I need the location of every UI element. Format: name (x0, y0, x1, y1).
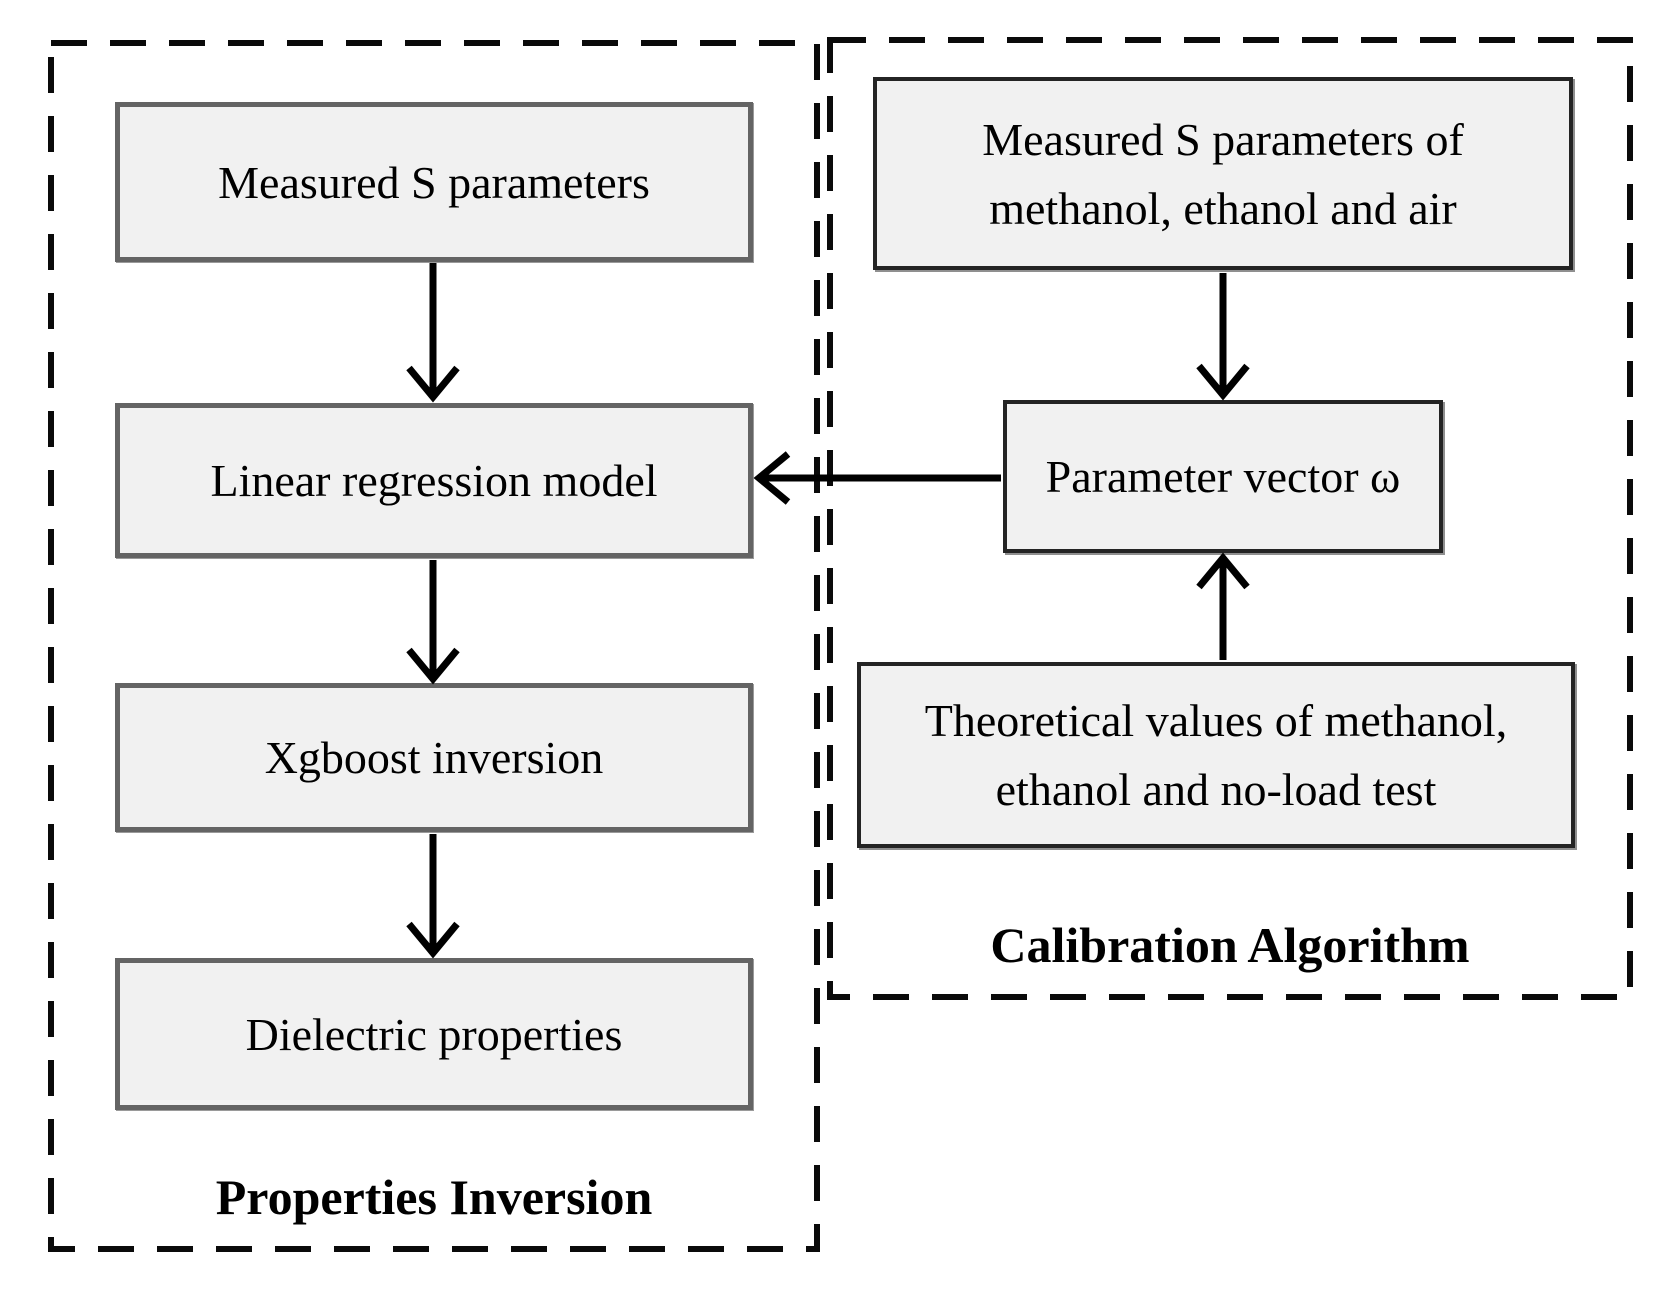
arrow-regression-to-xgboost (406, 560, 460, 685)
node-parameter-vector-omega: Parameter vector ω (1003, 400, 1443, 553)
node-measured-s-parameters-cal: Measured S parameters of methanol, ethan… (873, 77, 1573, 270)
calibration-algorithm-group-label: Calibration Algorithm (990, 917, 1470, 973)
node-label: Measured S parameters (218, 156, 650, 208)
node-measured-s-parameters: Measured S parameters (115, 102, 753, 262)
node-theoretical-values: Theoretical values of methanol, ethanol … (857, 662, 1575, 848)
node-label: Parameter vector ω (1045, 451, 1401, 502)
arrow-measured-to-regression (406, 263, 460, 403)
node-label-line1: Measured S parameters of (982, 113, 1464, 165)
node-label: Linear regression model (210, 455, 658, 506)
properties-inversion-group-label: Properties Inversion (215, 1169, 653, 1225)
node-label: Xgboost inversion (264, 732, 604, 783)
arrow-xgboost-to-dielectric (406, 834, 460, 959)
node-label-line2: methanol, ethanol and air (989, 182, 1457, 234)
node-label-line1: Theoretical values of methanol, (924, 695, 1508, 746)
node-xgboost-inversion: Xgboost inversion (115, 683, 753, 832)
arrow-measuredcal-to-parameter (1196, 273, 1250, 401)
arrow-parameter-to-regression (753, 451, 1001, 505)
node-dielectric-properties: Dielectric properties (115, 958, 753, 1110)
node-label: Dielectric properties (245, 1008, 623, 1060)
arrow-theoretical-to-parameter (1196, 552, 1250, 660)
node-label-line2: ethanol and no-load test (995, 764, 1437, 815)
node-linear-regression-model: Linear regression model (115, 403, 753, 558)
